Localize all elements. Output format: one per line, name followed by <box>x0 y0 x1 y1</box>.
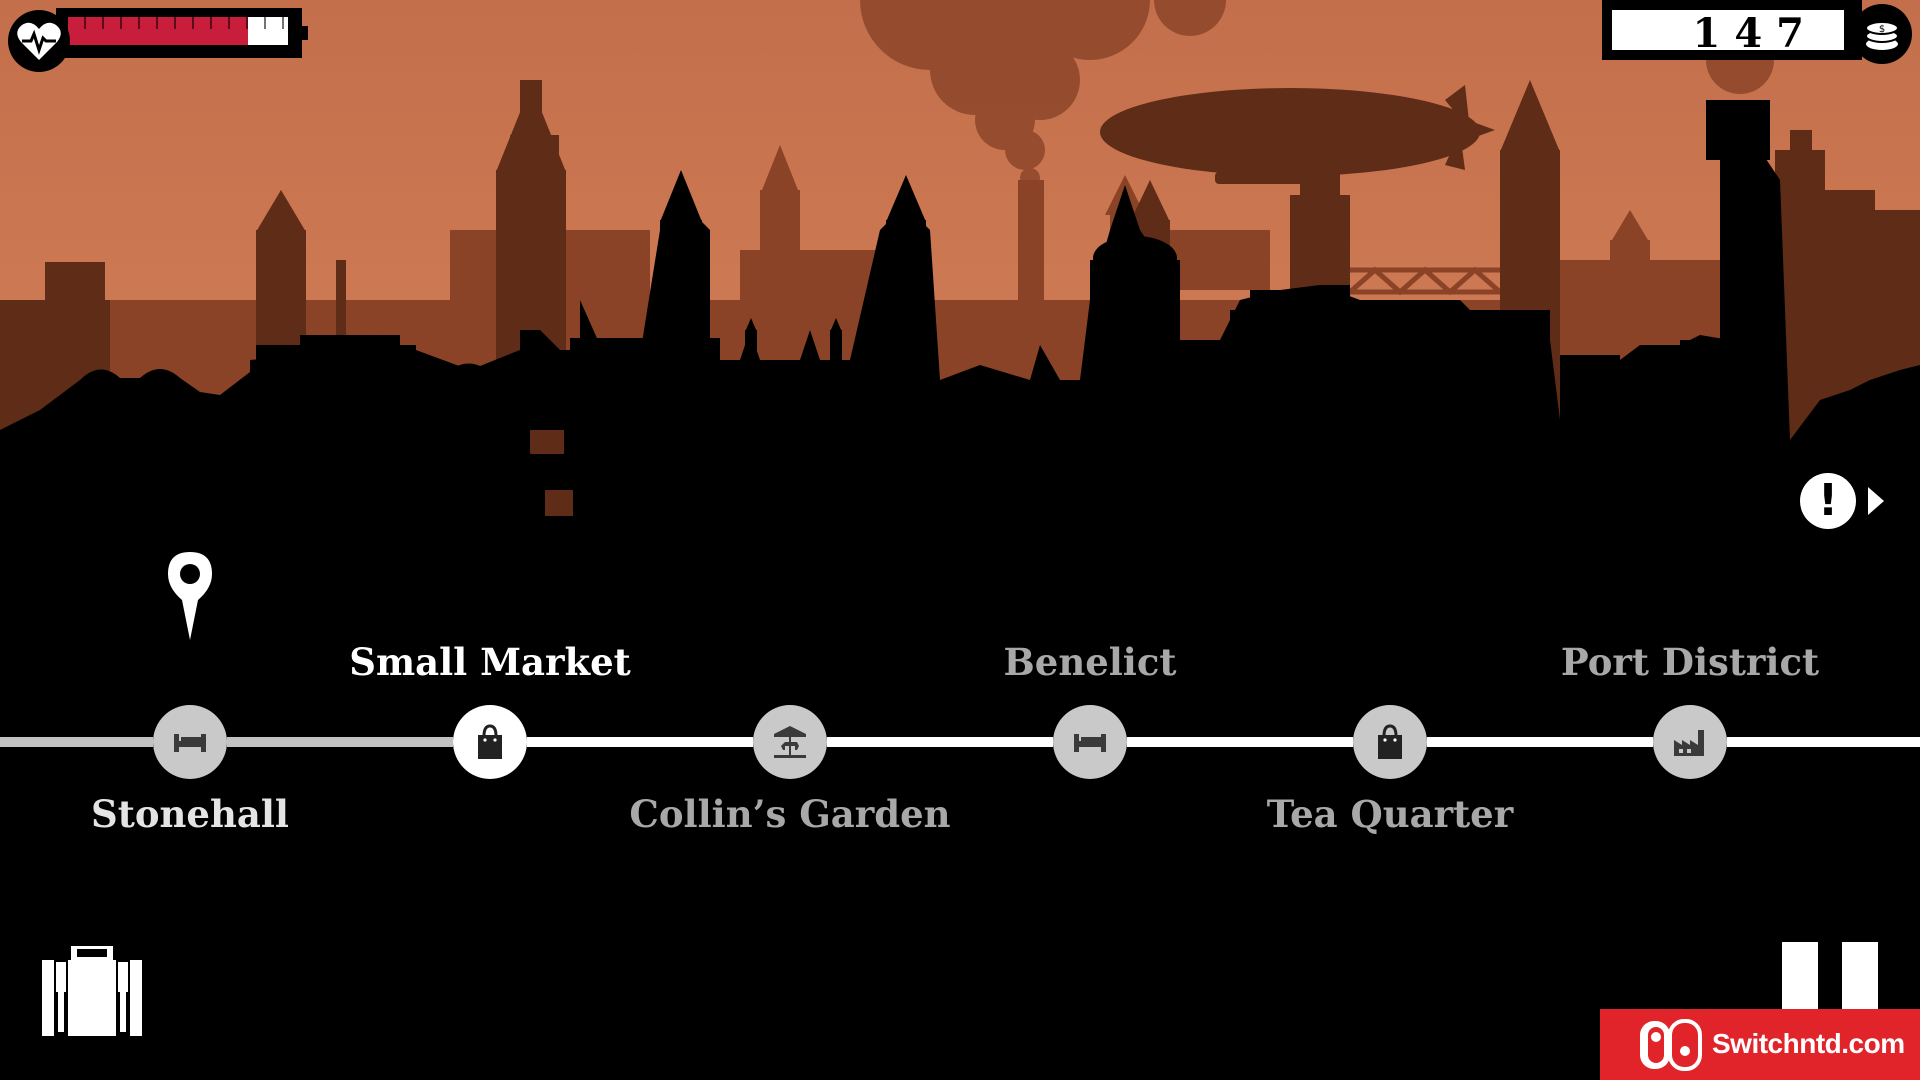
route-stop-label: Tea Quarter <box>1266 792 1514 836</box>
route-stop-label: Small Market <box>349 640 631 684</box>
route-segment <box>527 737 753 747</box>
route-stop-benelict[interactable] <box>1053 705 1127 779</box>
switch-logo-icon <box>1640 1019 1702 1071</box>
route-stop-label: Benelict <box>1003 640 1177 684</box>
play-arrow-icon <box>1868 487 1884 515</box>
pause-button[interactable] <box>1782 942 1878 1010</box>
route-stop-label: Collin’s Garden <box>629 792 951 836</box>
health-bar <box>6 8 308 74</box>
pause-icon <box>1782 942 1818 1010</box>
route-segment <box>1427 737 1653 747</box>
coin-count: 147 <box>1692 10 1818 57</box>
route-stop-small-market[interactable] <box>453 705 527 779</box>
route-segment <box>0 737 153 747</box>
foreground-silhouette <box>0 100 1920 1080</box>
route-segment <box>227 737 453 747</box>
health-bar-ticks <box>68 17 288 29</box>
coin-counter-frame: 147 <box>1602 0 1862 60</box>
pause-icon-bar-right <box>1842 942 1878 1010</box>
svg-text:$: $ <box>1879 24 1885 35</box>
location-pin-icon <box>168 552 212 640</box>
coin-counter-box: 147 <box>1612 10 1844 54</box>
route-stop-stonehall[interactable] <box>153 705 227 779</box>
route-stop-port-district[interactable] <box>1653 705 1727 779</box>
suitcase-icon[interactable] <box>40 946 144 1038</box>
route-stop-label: Stonehall <box>91 792 289 836</box>
street-lamps <box>530 430 573 516</box>
airship <box>1100 85 1495 184</box>
route-segment <box>827 737 1053 747</box>
route-segment <box>1127 737 1353 747</box>
exclamation-icon: ! <box>1800 473 1856 529</box>
alert-button[interactable]: ! <box>1800 473 1890 533</box>
route-stop-tea-quarter[interactable] <box>1353 705 1427 779</box>
coin-stack-icon: $ <box>1852 4 1912 64</box>
watermark-banner: Switchntd.com <box>1600 1009 1920 1080</box>
coin-counter: 147 $ <box>1602 0 1912 70</box>
route-segment <box>1727 737 1920 747</box>
watermark-text: Switchntd.com <box>1712 1028 1905 1059</box>
route-stop-label: Port District <box>1560 640 1820 684</box>
heart-pulse-icon <box>8 10 70 72</box>
route-stop-collin-s-garden[interactable] <box>753 705 827 779</box>
alert-mark: ! <box>1817 475 1839 526</box>
